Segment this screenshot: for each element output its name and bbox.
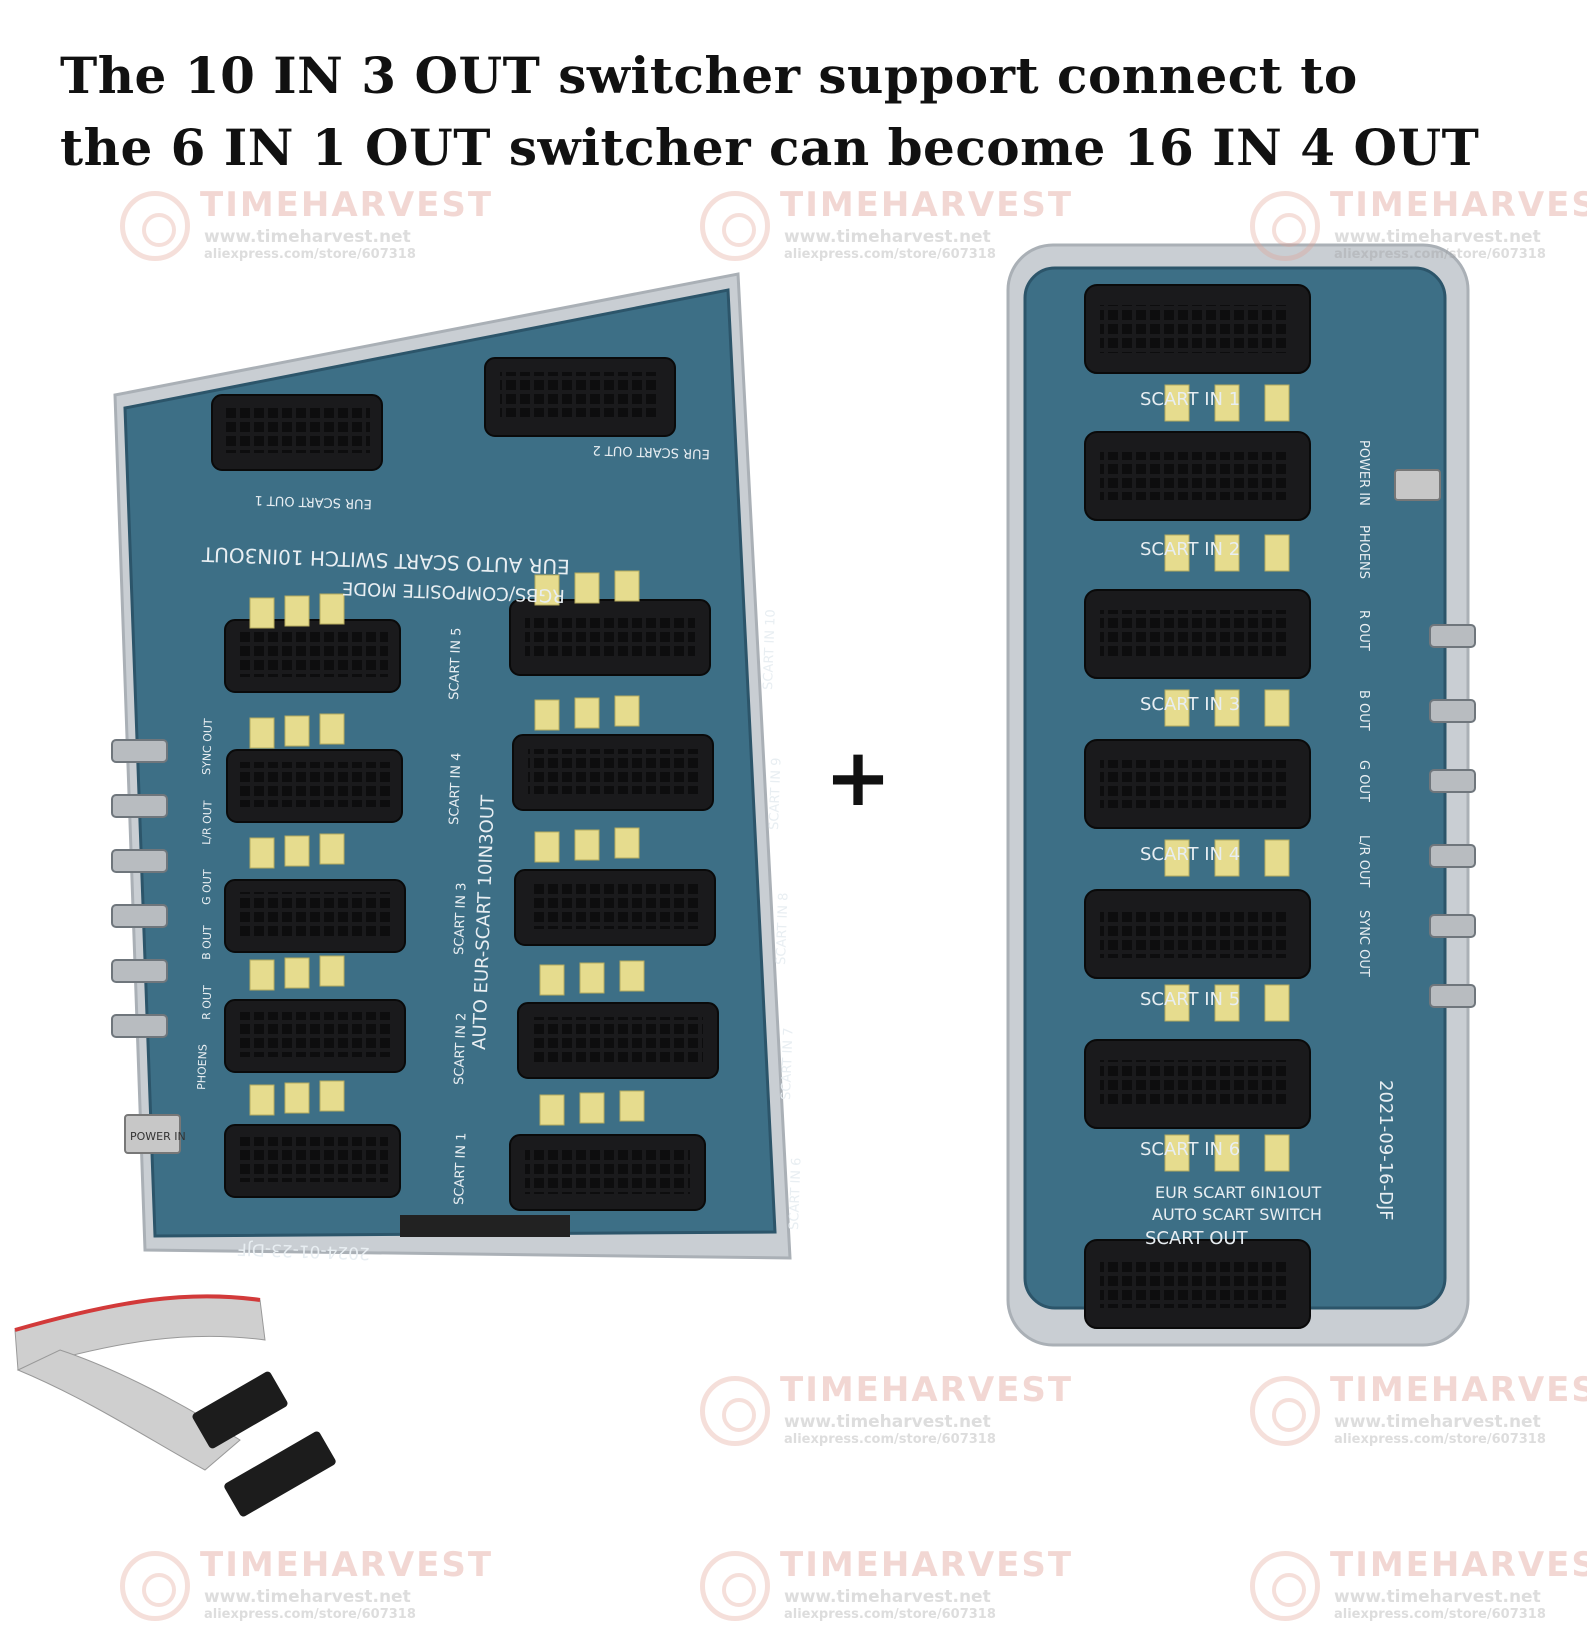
watermark-logo-icon <box>700 1376 770 1446</box>
right-side-label-3: R OUT <box>1356 610 1371 651</box>
left-power-jack <box>124 1114 181 1154</box>
left-side-label-1: SYNC OUT <box>200 718 215 775</box>
watermark-store: aliexpress.com/store/607318 <box>784 1607 996 1622</box>
watermark-site: www.timeharvest.net <box>1334 1412 1541 1432</box>
headline-line-1: The 10 IN 3 OUT switcher support connect… <box>60 46 1358 105</box>
left-out-label-2: EUR SCART OUT 2 <box>592 442 710 461</box>
watermark-site: www.timeharvest.net <box>204 227 411 247</box>
watermark-logo-icon <box>1250 191 1320 261</box>
watermark-store: aliexpress.com/store/607318 <box>784 1432 996 1447</box>
right-board-date: 2021-09-16-DJF <box>1375 1080 1396 1221</box>
watermark: TIMEHARVEST www.timeharvest.net aliexpre… <box>120 1545 491 1635</box>
left-side-label-5: R OUT <box>200 985 214 1020</box>
watermark: TIMEHARVEST www.timeharvest.net aliexpre… <box>120 185 491 275</box>
left-in-label-7: SCART IN 7 <box>779 1027 797 1100</box>
right-power-jack <box>1394 469 1441 501</box>
watermark: TIMEHARVEST www.timeharvest.net aliexpre… <box>1250 1545 1587 1635</box>
left-in-label-5: SCART IN 5 <box>447 627 465 700</box>
watermark-store: aliexpress.com/store/607318 <box>784 247 996 262</box>
watermark-site: www.timeharvest.net <box>784 1412 991 1432</box>
right-out-label: SCART OUT <box>1145 1228 1249 1249</box>
left-in-label-4: SCART IN 4 <box>447 752 465 825</box>
left-in-label-1: SCART IN 1 <box>452 1132 470 1205</box>
left-rca-jacks <box>111 739 168 1038</box>
right-in-label-3: SCART IN 3 <box>1140 694 1240 715</box>
watermark-brand: TIMEHARVEST <box>1330 1545 1587 1585</box>
watermark-brand: TIMEHARVEST <box>200 1545 494 1585</box>
watermark-logo-icon <box>1250 1376 1320 1446</box>
right-side-label-7: SYNC OUT <box>1356 910 1371 977</box>
right-side-label-1: POWER IN <box>1356 440 1371 506</box>
right-in-label-1: SCART IN 1 <box>1140 389 1240 410</box>
watermark: TIMEHARVEST www.timeharvest.net aliexpre… <box>1250 185 1587 275</box>
left-in-label-10: SCART IN 10 <box>761 609 779 690</box>
watermark-store: aliexpress.com/store/607318 <box>204 247 416 262</box>
watermark-site: www.timeharvest.net <box>784 227 991 247</box>
watermark-brand: TIMEHARVEST <box>1330 1370 1587 1410</box>
headline: The 10 IN 3 OUT switcher support connect… <box>60 40 1540 184</box>
left-in-label-2: SCART IN 2 <box>452 1012 470 1085</box>
watermark: TIMEHARVEST www.timeharvest.net aliexpre… <box>700 1545 1071 1635</box>
right-in-label-5: SCART IN 5 <box>1140 989 1240 1010</box>
left-switcher-board: EUR AUTO SCART SWITCH 10IN3OUT RGBS/COMP… <box>111 272 805 1263</box>
watermark-logo-icon <box>120 191 190 261</box>
ribbon-connector-2 <box>224 1431 336 1517</box>
right-switcher-board: SCART IN 1 SCART IN 2 SCART IN 3 SCART I… <box>1006 243 1476 1347</box>
right-side-label-6: L/R OUT <box>1356 835 1371 888</box>
right-rca-jacks <box>1429 624 1476 1008</box>
right-board-subtitle: AUTO SCART SWITCH <box>1152 1205 1322 1224</box>
watermark-site: www.timeharvest.net <box>1334 1587 1541 1607</box>
watermark-logo-icon <box>1250 1551 1320 1621</box>
left-in-label-3: SCART IN 3 <box>452 882 470 955</box>
watermark-store: aliexpress.com/store/607318 <box>1334 247 1546 262</box>
ribbon-connector-1 <box>192 1371 288 1449</box>
right-board-title: EUR SCART 6IN1OUT <box>1155 1183 1321 1202</box>
left-idc-header <box>400 1215 570 1237</box>
watermark-site: www.timeharvest.net <box>1334 227 1541 247</box>
watermark: TIMEHARVEST www.timeharvest.net aliexpre… <box>700 1370 1071 1460</box>
left-board-date: 2024-01-23-DJF <box>237 1238 370 1263</box>
watermark-brand: TIMEHARVEST <box>200 185 494 225</box>
left-in-label-8: SCART IN 8 <box>774 892 792 965</box>
watermark-brand: TIMEHARVEST <box>780 1370 1074 1410</box>
watermark-logo-icon <box>700 1551 770 1621</box>
watermark-logo-icon <box>700 191 770 261</box>
watermark-site: www.timeharvest.net <box>784 1587 991 1607</box>
right-in-label-2: SCART IN 2 <box>1140 539 1240 560</box>
watermark-store: aliexpress.com/store/607318 <box>204 1607 416 1622</box>
right-in-label-4: SCART IN 4 <box>1140 844 1240 865</box>
right-in-label-6: SCART IN 6 <box>1140 1139 1240 1160</box>
watermark-brand: TIMEHARVEST <box>780 1545 1074 1585</box>
left-side-label-7: POWER IN <box>130 1130 186 1143</box>
right-side-label-2: PHOENS <box>1356 525 1371 579</box>
watermark: TIMEHARVEST www.timeharvest.net aliexpre… <box>1250 1370 1587 1460</box>
plus-sign: + <box>824 731 891 824</box>
left-side-label-3: G OUT <box>200 869 214 905</box>
watermark-store: aliexpress.com/store/607318 <box>1334 1432 1546 1447</box>
headline-line-2: the 6 IN 1 OUT switcher can become 16 IN… <box>60 118 1480 177</box>
watermark-store: aliexpress.com/store/607318 <box>1334 1607 1546 1622</box>
left-side-label-4: B OUT <box>200 925 214 960</box>
watermark-site: www.timeharvest.net <box>204 1587 411 1607</box>
watermark-brand: TIMEHARVEST <box>780 185 1074 225</box>
left-in-label-9: SCART IN 9 <box>767 757 785 830</box>
left-side-label-2: L/R OUT <box>200 800 215 845</box>
watermark-logo-icon <box>120 1551 190 1621</box>
ribbon-cable <box>14 1294 336 1517</box>
left-in-label-6: SCART IN 6 <box>787 1157 805 1230</box>
right-side-label-4: B OUT <box>1356 690 1371 731</box>
left-side-label-6: PHOENS <box>195 1044 210 1090</box>
left-out-label-1: EUR SCART OUT 1 <box>254 492 372 511</box>
watermark: TIMEHARVEST www.timeharvest.net aliexpre… <box>700 185 1071 275</box>
right-side-label-5: G OUT <box>1356 760 1371 802</box>
watermark-brand: TIMEHARVEST <box>1330 185 1587 225</box>
